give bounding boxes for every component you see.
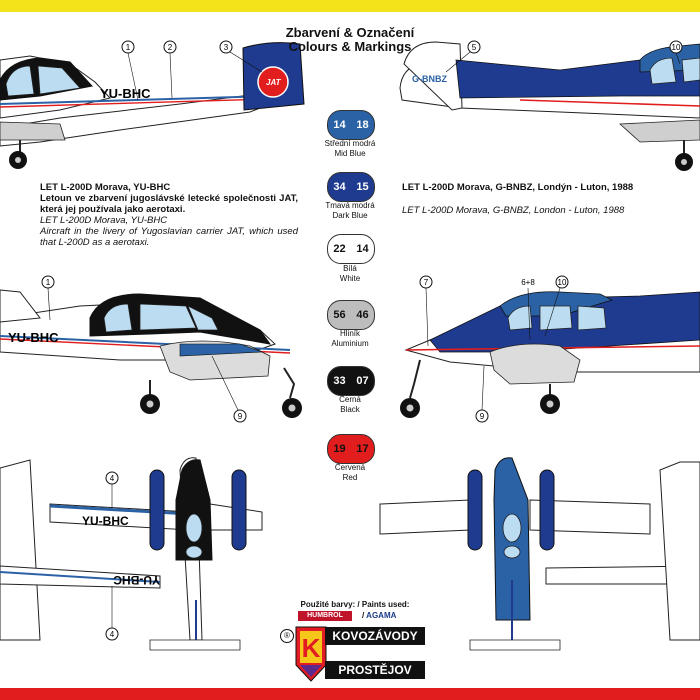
swatch-label-en: Aluminium: [331, 339, 369, 348]
left-scheme-title: LET L-200D Morava, YU-BHC: [40, 182, 171, 193]
logo-line-prostejov: PROSTĚJOV: [325, 661, 425, 679]
title-line-en: Colours & Markings: [288, 39, 412, 54]
gbnbz-plan-views: [379, 457, 700, 651]
swatch-mid-blue: 14 18: [327, 110, 375, 140]
swatch-label-aluminium: Hliník Aluminium: [295, 329, 405, 349]
swatch-code-b: 18: [356, 119, 369, 131]
left-scheme-description: LET L-200D Morava, YU-BHC Letoun ve zbar…: [40, 182, 298, 248]
swatch-code-a: 19: [333, 443, 346, 455]
swatch-label-cz: Bílá: [343, 264, 357, 273]
agama-logo: / AGAMA: [362, 611, 396, 620]
agama-label: AGAMA: [366, 611, 397, 620]
callout-10a: 10: [672, 43, 681, 52]
reg-yu-bhc-wing-bottom: YU-BHC: [113, 573, 160, 587]
swatch-label-cz: Střední modrá: [324, 139, 376, 148]
swatch-label-cz: Černá: [339, 395, 361, 404]
swatch-label-en: Mid Blue: [334, 149, 366, 158]
swatch-white: 22 14: [327, 234, 375, 264]
callout-1a: 1: [126, 43, 131, 52]
swatch-aluminium: 56 46: [327, 300, 375, 330]
swatch-label-mid-blue: Střední modrá Mid Blue: [295, 139, 405, 159]
right-scheme-title: LET L-200D Morava, G-BNBZ, Londýn - Luto…: [402, 182, 634, 193]
swatch-label-cz: Hliník: [339, 329, 360, 338]
jat-plan-views: [0, 457, 263, 651]
gbnbz-side-view-middle: [400, 291, 700, 418]
callout-4b: 4: [110, 630, 115, 639]
swatch-label-white: Bílá White: [295, 264, 405, 284]
callout-2: 2: [168, 43, 173, 52]
paints-used-label: Použité barvy: / Paints used:: [300, 600, 410, 609]
swatch-label-dark-blue: Tmavá modrá Dark Blue: [295, 201, 405, 221]
jat-side-view-middle: [0, 289, 302, 418]
page-title: Zbarvení & Označení Colours & Markings: [250, 26, 450, 54]
callout-9a: 9: [238, 412, 243, 421]
swatch-code-a: 22: [333, 243, 346, 255]
left-scheme-desc-en: Aircraft in the livery of Yugoslavian ca…: [40, 226, 298, 248]
swatch-code-b: 17: [356, 443, 369, 455]
right-scheme-title-en: LET L-200D Morava, G-BNBZ, London - Luto…: [402, 205, 625, 216]
logo-letter: K: [302, 633, 321, 663]
swatch-label-en: White: [339, 274, 361, 283]
title-line-cz: Zbarvení & Označení: [285, 25, 415, 40]
top-yellow-band: [0, 0, 700, 12]
tail-logo-jat: JAT: [266, 78, 282, 87]
registered-mark: ®: [280, 629, 294, 643]
swatch-code-a: 33: [333, 375, 346, 387]
reg-g-bnbz-top: G-BNBZ: [412, 74, 447, 84]
swatch-code-b: 14: [356, 243, 369, 255]
jat-side-view-top: [0, 42, 305, 169]
swatch-label-red: Červená Red: [295, 463, 405, 483]
humbrol-logo: HUMBROL: [298, 611, 352, 621]
swatch-code-a: 34: [333, 181, 346, 193]
bottom-red-band: [0, 688, 700, 700]
swatch-code-a: 56: [333, 309, 346, 321]
reg-yu-bhc-top: YU-BHC: [100, 86, 151, 101]
swatch-label-black: Černá Black: [295, 395, 405, 415]
swatch-label-en: Dark Blue: [332, 211, 368, 220]
callout-6-8: 6+8: [521, 278, 535, 287]
reg-yu-bhc-wing-top: YU-BHC: [82, 514, 129, 528]
paints-slash: /: [362, 611, 365, 620]
swatch-label-en: Black: [340, 405, 360, 414]
swatch-code-b: 07: [356, 375, 369, 387]
swatch-label-en: Red: [342, 473, 358, 482]
swatch-dark-blue: 34 15: [327, 172, 375, 202]
gbnbz-side-view-top: [399, 41, 700, 171]
left-scheme-desc-cz: Letoun ve zbarvení jugoslávské letecké s…: [40, 193, 298, 215]
callout-markers: 1 2 3 5 10 1 7 6+8 10 9 9 4 4: [41, 40, 683, 641]
callout-10b: 10: [558, 278, 567, 287]
swatch-red: 19 17: [327, 434, 375, 464]
swatch-black: 33 07: [327, 366, 375, 396]
callout-1b: 1: [46, 278, 51, 287]
callout-9b: 9: [480, 412, 485, 421]
logo-line-kovozavody: KOVOZÁVODY: [325, 627, 425, 645]
callout-3: 3: [224, 43, 229, 52]
swatch-label-cz: Tmavá modrá: [325, 201, 375, 210]
reg-yu-bhc-middle: YU-BHC: [8, 330, 59, 345]
swatch-label-cz: Červená: [334, 463, 366, 472]
left-scheme-title-en: LET L-200D Morava, YU-BHC: [40, 215, 168, 226]
callout-4a: 4: [110, 474, 115, 483]
callout-7: 7: [424, 278, 429, 287]
registration-markings: YU-BHC YU-BHC YU-BHC YU-BHC G-BNBZ JAT: [8, 74, 447, 587]
right-scheme-description: LET L-200D Morava, G-BNBZ, Londýn - Luto…: [402, 182, 662, 216]
kovozavody-k-shield-icon: K: [295, 626, 327, 682]
swatch-code-a: 14: [333, 119, 346, 131]
callout-5: 5: [472, 43, 477, 52]
swatch-code-b: 46: [356, 309, 369, 321]
swatch-code-b: 15: [356, 181, 369, 193]
kovozavody-logo: ® K KOVOZÁVODY PROSTĚJOV: [280, 625, 430, 685]
